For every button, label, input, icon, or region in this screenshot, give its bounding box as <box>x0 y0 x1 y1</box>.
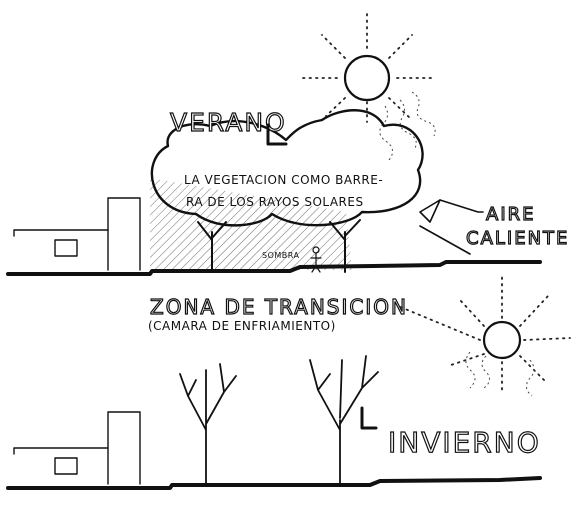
winter-tree-right <box>309 355 379 487</box>
summer-caption-line2: RA DE LOS RAYOS SOLARES <box>186 195 364 209</box>
transition-zone-subtitle: (CAMARA DE ENFRIAMIENTO) <box>148 319 336 333</box>
summer-caption-line1: LA VEGETACION COMO BARRE- <box>184 173 383 187</box>
hot-air-arrow-icon <box>419 199 484 255</box>
summer-ground <box>6 260 542 276</box>
winter-season-label: INVIERNO <box>388 426 541 459</box>
wind-label-line1: AIRE <box>486 204 536 225</box>
transition-zone-title: ZONA DE TRANSICION <box>150 295 408 319</box>
person-figure-icon <box>310 246 322 273</box>
summer-house <box>13 197 141 271</box>
winter-tree-left <box>179 363 237 485</box>
winter-scene: INVIERNO <box>6 275 571 490</box>
shade-label: SOMBRA <box>262 251 300 260</box>
summer-sun-icon <box>301 11 436 161</box>
winter-house <box>13 411 141 485</box>
transition-zone-section: ZONA DE TRANSICION (CAMARA DE ENFRIAMIEN… <box>148 294 408 333</box>
winter-ground <box>6 476 542 490</box>
winter-sun-icon <box>397 275 571 397</box>
summer-scene: VERANO LA VEGETACION COMO BARRE- RA DE L… <box>6 11 569 276</box>
wind-label-line2: CALIENTE <box>466 228 569 249</box>
summer-season-label: VERANO <box>170 108 287 137</box>
summer-tree-canopy <box>150 109 424 227</box>
